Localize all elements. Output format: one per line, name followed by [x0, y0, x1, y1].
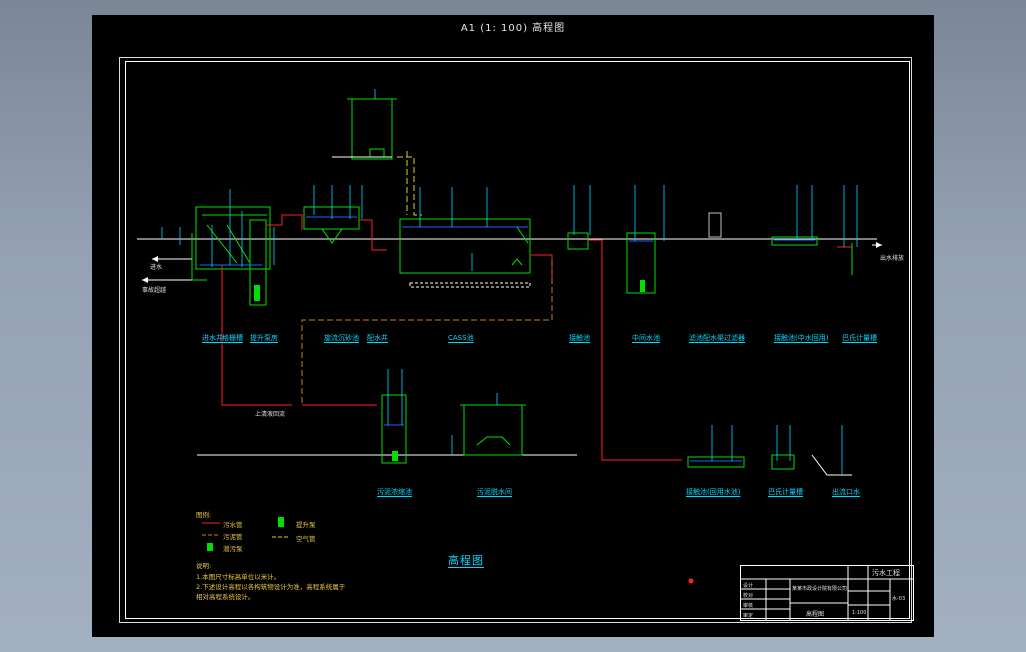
label-contact-tank: 接触池: [569, 334, 590, 342]
tb-row-approve: 审定: [743, 613, 754, 619]
tb-drawing: 高程图: [806, 611, 825, 618]
label-cass: CASS池: [448, 334, 474, 342]
tb-sheet-no: 水-03: [892, 596, 906, 602]
middle-tank: [626, 232, 656, 294]
label-dewatering: 污泥脱水间: [477, 488, 512, 496]
legend-item-sludge: 污泥管: [223, 533, 243, 541]
legend-item-sewage: 污水管: [223, 521, 243, 529]
drawing-sheet: A1 (1: 100) 高程图: [92, 15, 934, 637]
label-inflow: 进水: [150, 264, 163, 271]
sheet-title: A1 (1: 100) 高程图: [460, 23, 566, 34]
notes-line-2: 2.下述设计高程以各构筑物设计为准，高程系统属于: [196, 583, 346, 591]
cass-tank: [399, 218, 531, 274]
outer-frame: [119, 57, 912, 623]
title-block-grid: [740, 565, 914, 621]
marker-dot: [688, 578, 694, 584]
label-return: 上清液回流: [255, 411, 286, 418]
diagram-title: 高程图: [448, 554, 484, 567]
label-reuse-tank: 接触池(回用水池): [686, 488, 741, 496]
contact-tank: [567, 232, 589, 250]
title-block: 污水工程 设计 校对 审核 审定 某某市政设计院有限公司 高程图 水-03 1:…: [740, 565, 914, 621]
sludge-thickener: [381, 394, 407, 464]
label-sludge-thickener: 污泥浓缩池: [377, 488, 412, 496]
label-middle-tank: 中间水池: [632, 334, 660, 342]
lower-metering-flume: [771, 454, 795, 470]
lift-pump-well: [249, 219, 267, 306]
notes-title: 说明:: [196, 562, 212, 570]
label-bypass: 事故超越: [142, 287, 167, 294]
label-filter: 滤池配水渠过滤器: [689, 334, 745, 342]
notes-line-1: 1.本图尺寸标高单位以米计。: [196, 573, 281, 581]
label-outfall: 出流口水: [832, 488, 860, 496]
tb-project: 污水工程: [872, 569, 900, 577]
legend-title: 图例:: [196, 511, 212, 519]
blower-building: [351, 98, 393, 160]
process-flow-diagram: [137, 89, 882, 584]
label-outflow: 出水排放: [880, 255, 905, 262]
bar-screen-building: [195, 206, 271, 270]
tb-company: 某某市政设计院有限公司: [792, 586, 848, 592]
label-bar-screen: 格栅槽: [222, 334, 243, 342]
label-metering-flume: 巴氏计量槽: [842, 334, 877, 342]
label-inlet-well: 进水井: [202, 334, 223, 342]
dewatering-room: [463, 404, 523, 456]
tb-row-check: 校对: [743, 593, 754, 599]
tb-scale: 1:100: [852, 610, 867, 616]
label-lift-pump: 提升泵房: [250, 334, 278, 342]
inner-frame: [125, 61, 910, 619]
reuse-tank: [687, 456, 745, 468]
grit-chamber: [303, 206, 360, 230]
label-distribution-well: 配水井: [367, 334, 388, 342]
label-grit-chamber: 旋流沉砂池: [324, 334, 359, 342]
label-lower-flume: 巴氏计量槽: [768, 488, 803, 496]
legend-symbols: [202, 517, 290, 551]
tb-row-design: 设计: [743, 583, 754, 589]
legend-item-lift-pump: 提升泵: [296, 521, 316, 529]
notes-line-3: 相对高程系统设计。: [196, 593, 255, 601]
clear-water-tank: [771, 236, 818, 246]
tb-row-review: 审核: [743, 603, 754, 609]
label-reuse-contact: 接触池(中水回用): [774, 334, 829, 342]
legend-item-submersible: 潜污泵: [223, 545, 243, 553]
filter-unit: [708, 212, 722, 238]
legend-item-air-pipe: 空气管: [296, 535, 316, 543]
